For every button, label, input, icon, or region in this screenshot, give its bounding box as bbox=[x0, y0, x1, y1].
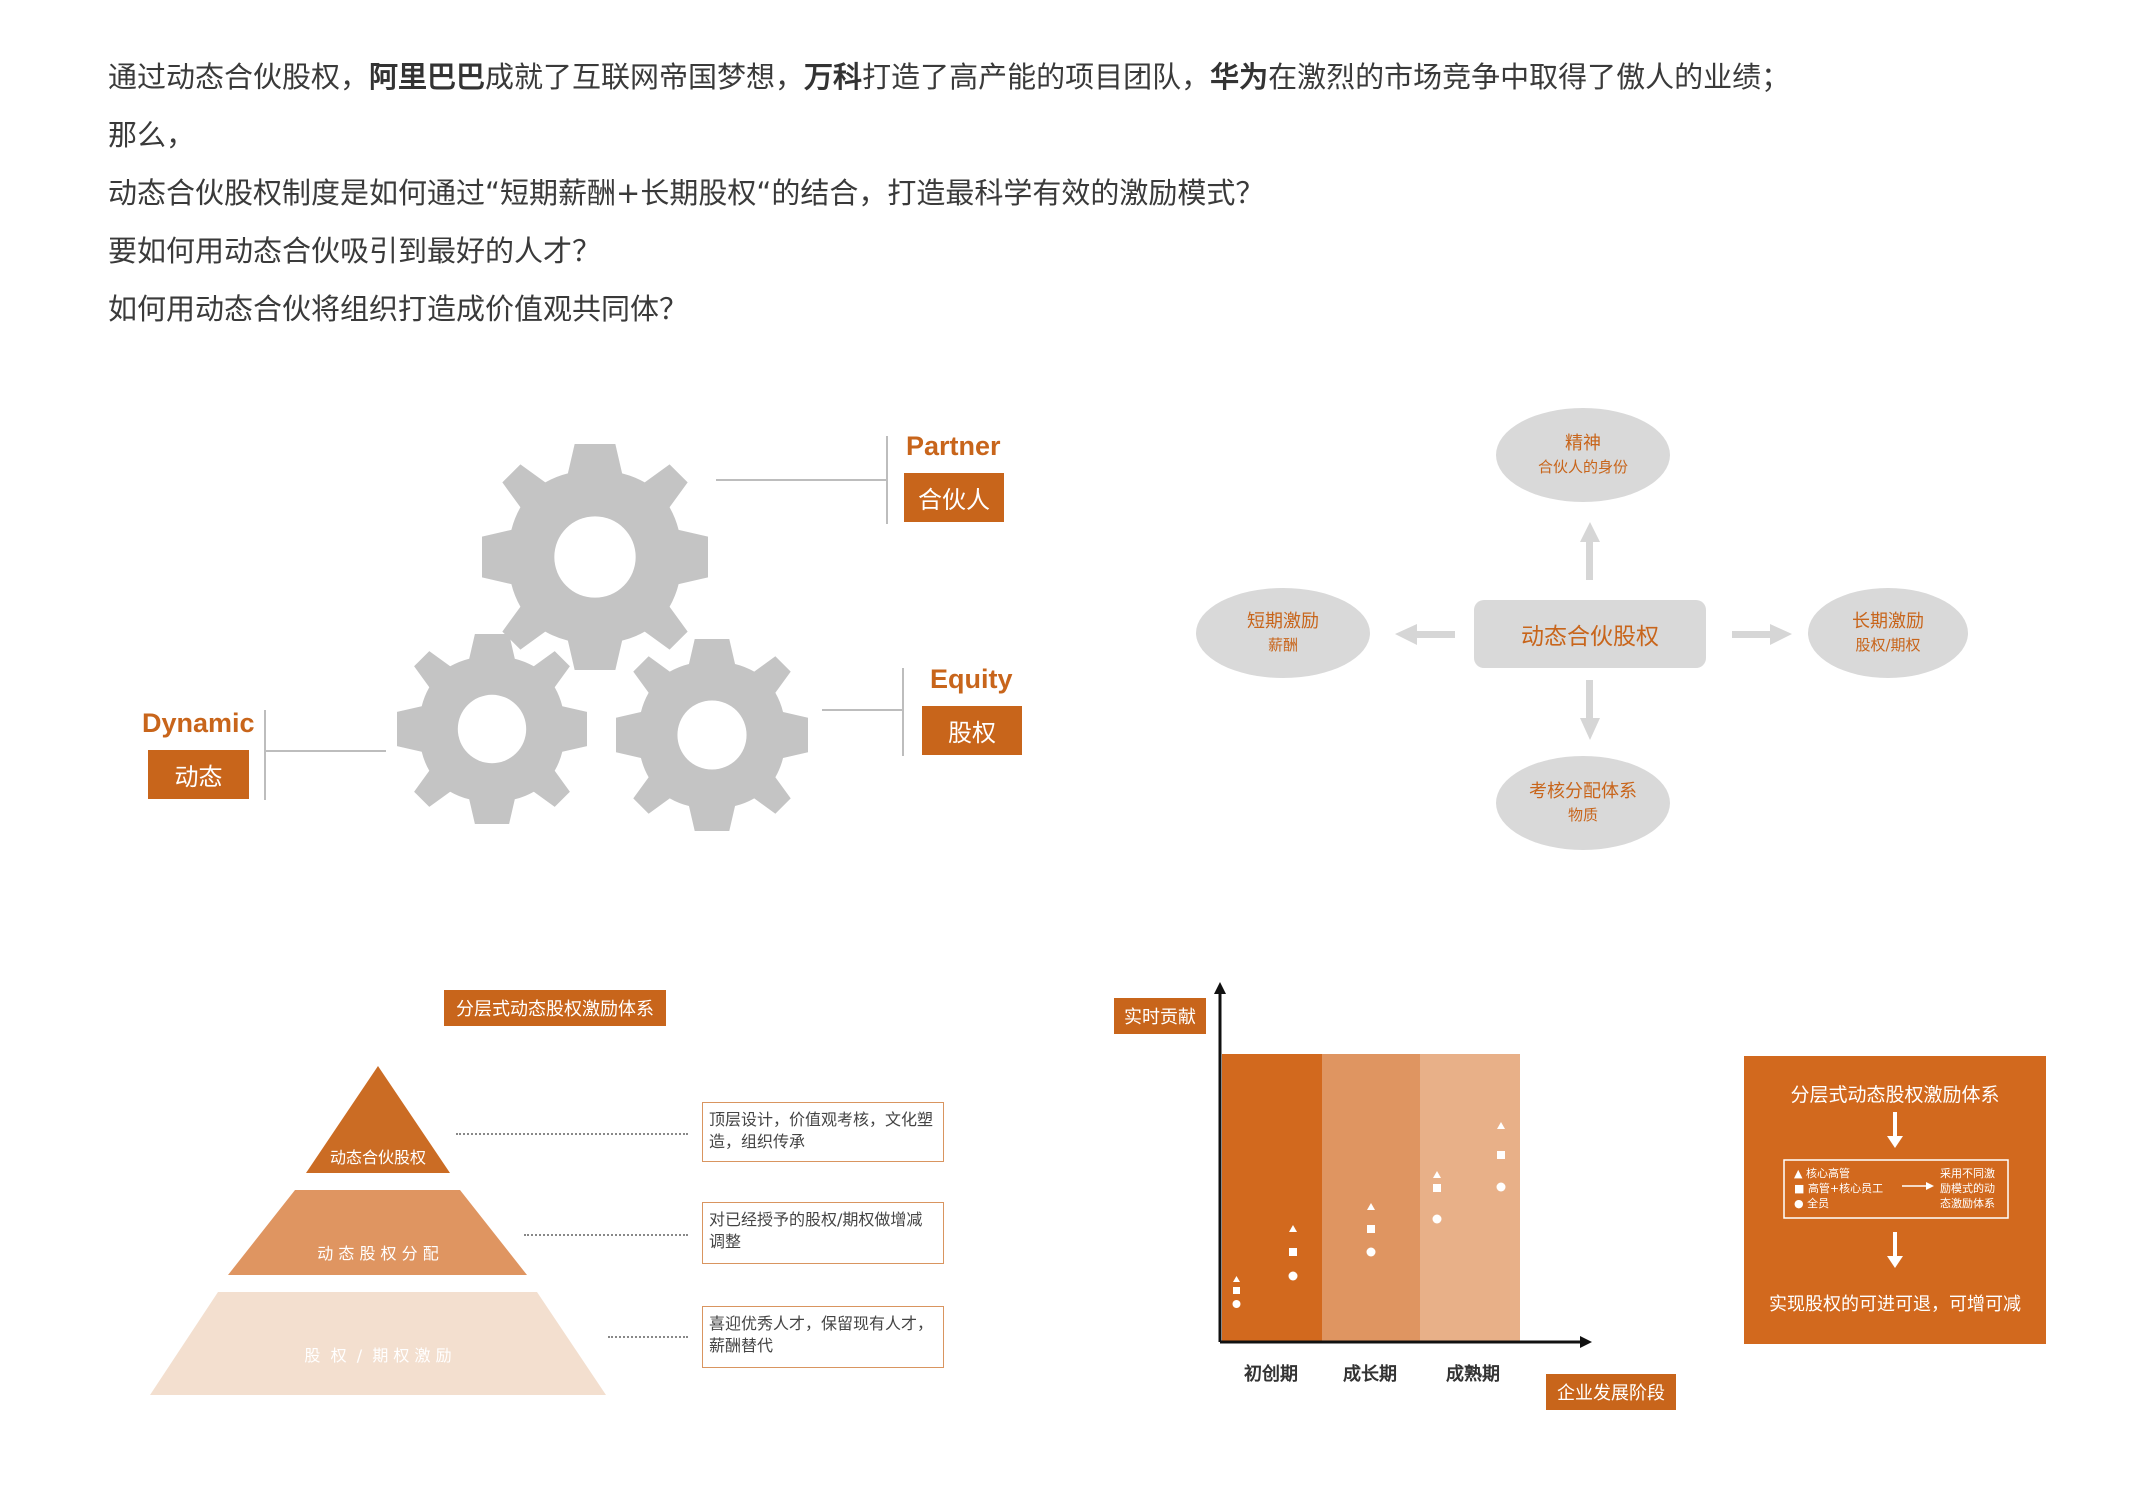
hub-left-ellipse: 短期激励 薪酬 bbox=[1196, 588, 1370, 678]
pyramid-level-3-label: 股 权 / 期 权 激 励 bbox=[304, 1346, 452, 1365]
hub-right-title: 长期激励 bbox=[1852, 611, 1924, 632]
arrow-down-icon bbox=[1887, 1256, 1903, 1268]
summary-legend: ▲ 核心高管 ■ 高管+核心员工 ● 全员 bbox=[1794, 1166, 1883, 1211]
marker-square bbox=[1497, 1151, 1505, 1159]
hub-top-sub: 合伙人的身份 bbox=[1537, 458, 1628, 476]
marker-triangle bbox=[1233, 1276, 1240, 1282]
pyramid-dotline-1 bbox=[456, 1133, 688, 1135]
stage-band-1 bbox=[1222, 1054, 1322, 1342]
pyramid-level-1-label: 动态合伙股权 bbox=[329, 1148, 426, 1167]
pyramid-level-2 bbox=[228, 1190, 527, 1275]
intro-line-5: 如何用动态合伙将组织打造成价值观共同体？ bbox=[108, 292, 689, 326]
equity-connector bbox=[822, 709, 902, 711]
hub-top-ellipse: 精神 合伙人的身份 bbox=[1496, 408, 1670, 502]
arrow-down-icon bbox=[1887, 1136, 1903, 1148]
marker-square bbox=[1433, 1184, 1441, 1192]
summary-legend-3: ● 全员 bbox=[1794, 1197, 1830, 1210]
partner-connector bbox=[716, 479, 888, 481]
summary-box: 分层式动态股权激励体系 ▲ 核心高管 ■ 高管+核心员工 ● 全员 采用不同激励… bbox=[1744, 1056, 2046, 1344]
summary-arrows bbox=[1783, 1112, 2009, 1268]
stage-band-3 bbox=[1420, 1054, 1520, 1342]
pyramid-level-1 bbox=[306, 1066, 450, 1173]
dynamic-connector bbox=[266, 750, 386, 752]
hub-left-title: 短期激励 bbox=[1247, 611, 1319, 632]
summary-legend-2: ■ 高管+核心员工 bbox=[1794, 1182, 1884, 1195]
hub-left-sub: 薪酬 bbox=[1267, 636, 1298, 654]
hub-right-sub: 股权/期权 bbox=[1855, 636, 1921, 654]
summary-title: 分层式动态股权激励体系 bbox=[1790, 1084, 2000, 1106]
stage-ylabel-tag: 实时贡献 bbox=[1114, 998, 1206, 1034]
equity-tag: 股权 bbox=[922, 706, 1022, 755]
intro-line-2: 那么， bbox=[108, 118, 196, 152]
hub-bottom-ellipse: 考核分配体系 物质 bbox=[1496, 756, 1670, 850]
arrow-up-icon bbox=[1586, 540, 1593, 580]
stage-xlabel-tag: 企业发展阶段 bbox=[1546, 1374, 1676, 1410]
intro-line-3: 动态合伙股权制度是如何通过“短期薪酬+长期股权“的结合，打造最科学有效的激励模式… bbox=[108, 176, 1265, 210]
stage-label-2: 成长期 bbox=[1343, 1364, 1397, 1385]
pyramid-desc-3: 喜迎优秀人才，保留现有人才，薪酬替代 bbox=[702, 1306, 944, 1368]
stage-band-2 bbox=[1322, 1054, 1420, 1342]
arrow-right-icon bbox=[1732, 631, 1772, 638]
pyramid-level-3 bbox=[150, 1292, 606, 1395]
partner-tag: 合伙人 bbox=[904, 473, 1004, 522]
marker-circle bbox=[1366, 1247, 1376, 1257]
hub-bottom-sub: 物质 bbox=[1567, 806, 1598, 824]
summary-legend-1: ▲ 核心高管 bbox=[1794, 1167, 1850, 1180]
pyramid-level-2-label: 动 态 股 权 分 配 bbox=[317, 1244, 439, 1263]
pyramid-desc-2: 对已经授予的股权/期权做增减调整 bbox=[702, 1202, 944, 1264]
intro-text: 通过动态合伙股权，阿里巴巴成就了互联网帝国梦想，万科打造了高产能的项目团队，华为… bbox=[108, 48, 1790, 338]
marker-square bbox=[1233, 1287, 1240, 1294]
marker-triangle bbox=[1497, 1122, 1505, 1129]
pyramid-dotline-2 bbox=[524, 1234, 688, 1236]
partner-bracket bbox=[886, 436, 888, 524]
marker-triangle bbox=[1289, 1225, 1297, 1232]
arrow-down-icon bbox=[1586, 680, 1593, 720]
pyramid-dotline-3 bbox=[608, 1336, 688, 1338]
dynamic-en-label: Dynamic bbox=[142, 708, 255, 738]
hub-right-ellipse: 长期激励 股权/期权 bbox=[1808, 588, 1968, 678]
intro-line-1: 通过动态合伙股权，阿里巴巴成就了互联网帝国梦想，万科打造了高产能的项目团队，华为… bbox=[108, 60, 1791, 94]
marker-square bbox=[1289, 1248, 1297, 1256]
hub-top-title: 精神 bbox=[1565, 433, 1601, 454]
summary-inner-box bbox=[1783, 1159, 2009, 1219]
equity-en-label: Equity bbox=[930, 664, 1013, 694]
marker-square bbox=[1367, 1225, 1375, 1233]
marker-circle bbox=[1496, 1182, 1506, 1192]
arrow-left-icon bbox=[1415, 631, 1455, 638]
partner-en-label: Partner bbox=[906, 431, 1001, 461]
summary-note: 采用不同激励模式的动态激励体系 bbox=[1940, 1167, 1995, 1210]
hub-bottom-title: 考核分配体系 bbox=[1529, 781, 1637, 802]
marker-circle bbox=[1288, 1271, 1298, 1281]
intro-line-4: 要如何用动态合伙吸引到最好的人才？ bbox=[108, 234, 602, 268]
dynamic-bracket bbox=[264, 710, 266, 800]
hub-center-box: 动态合伙股权 bbox=[1474, 600, 1706, 668]
summary-result: 实现股权的可进可退，可增可减 bbox=[1769, 1294, 2021, 1315]
stage-label-1: 初创期 bbox=[1244, 1364, 1298, 1385]
equity-bracket bbox=[902, 668, 904, 756]
marker-triangle bbox=[1367, 1203, 1375, 1210]
stage-label-3: 成熟期 bbox=[1446, 1364, 1500, 1385]
arrow-right-icon bbox=[1926, 1182, 1934, 1190]
pyramid-title-tag: 分层式动态股权激励体系 bbox=[444, 990, 666, 1026]
pyramid-desc-1: 顶层设计，价值观考核，文化塑造，组织传承 bbox=[702, 1102, 944, 1162]
dynamic-tag: 动态 bbox=[148, 750, 249, 799]
marker-circle bbox=[1232, 1300, 1241, 1308]
marker-circle bbox=[1432, 1214, 1442, 1224]
marker-triangle bbox=[1433, 1171, 1441, 1178]
